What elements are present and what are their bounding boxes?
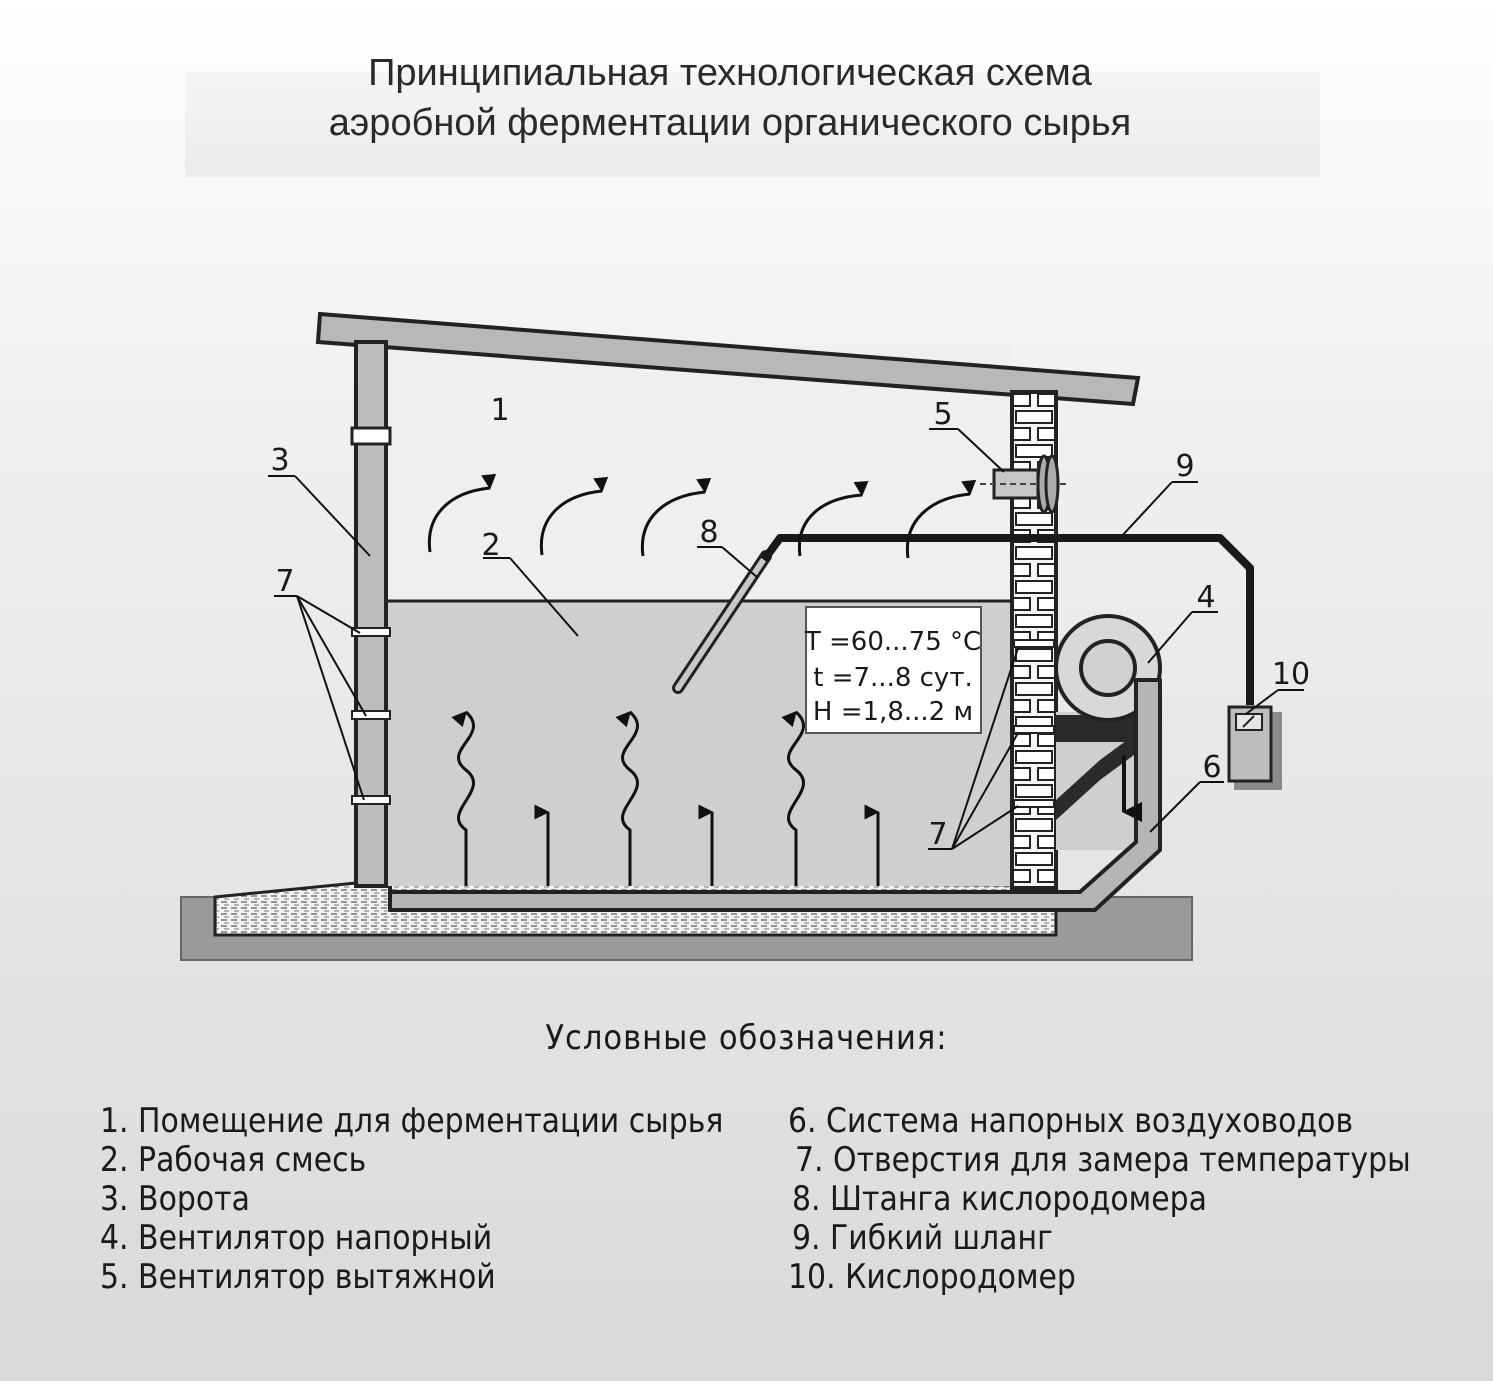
temp-hole: [351, 710, 391, 720]
legend-item-4: 4. Вентилятор напорный: [100, 1218, 493, 1258]
legend-item-10: 10. Кислородомер: [788, 1257, 1076, 1297]
parameters-box: [805, 606, 982, 734]
exhaust-fan: [980, 454, 1070, 514]
temp-hole: [1013, 725, 1055, 734]
label-6: 6: [1202, 750, 1221, 785]
label-1: 1: [490, 393, 509, 428]
legend-item-1: 1. Помещение для ферментации сырья: [100, 1101, 724, 1141]
temp-hole: [1013, 639, 1055, 648]
temp-hole: [351, 795, 391, 805]
label-7-left: 7: [275, 564, 294, 599]
legend-item-8: 8. Штанга кислородомера: [792, 1179, 1207, 1219]
title-line-2: аэробной ферментации органического сырья: [328, 102, 1132, 144]
legend-item-2: 2. Рабочая смесь: [100, 1140, 367, 1180]
legend-item-9: 9. Гибкий шланг: [792, 1218, 1053, 1258]
leader-lines: [268, 428, 1304, 850]
fermentation-diagram: T =60...75 °C t =7...8 сут. H =1,8...2 м: [180, 311, 1310, 961]
param-duration: t =7...8 сут.: [813, 663, 972, 693]
oxygen-meter: [1227, 705, 1282, 790]
label-3: 3: [270, 443, 289, 478]
label-5: 5: [933, 397, 952, 432]
title-panel: [185, 72, 1320, 177]
air-duct: [388, 678, 1162, 912]
legend-item-3: 3. Ворота: [100, 1179, 250, 1219]
legend-item-6: 6. Система напорных воздуховодов: [788, 1101, 1354, 1141]
temp-hole: [351, 627, 391, 637]
title-line-1: Принципиальная технологическая схема: [368, 52, 1092, 94]
temp-hole: [1013, 799, 1055, 808]
air-flow-arrows: [427, 473, 977, 559]
heat-flow-arrows: [451, 710, 880, 886]
label-10: 10: [1272, 657, 1310, 692]
label-8: 8: [699, 515, 718, 550]
param-height: H =1,8...2 м: [813, 697, 973, 727]
param-temperature: T =60...75 °C: [804, 627, 981, 657]
label-2: 2: [481, 528, 500, 563]
legend-item-7: 7. Отверстия для замера температуры: [795, 1140, 1411, 1180]
label-9: 9: [1175, 449, 1194, 484]
roof: [315, 311, 1141, 407]
legend-title: Условные обозначения:: [545, 1018, 948, 1058]
gate-hinge: [350, 426, 392, 446]
label-7-right: 7: [928, 817, 947, 852]
label-4: 4: [1196, 580, 1215, 615]
legend-item-5: 5. Вентилятор вытяжной: [100, 1257, 496, 1297]
flexible-hose: [760, 534, 1254, 705]
oxygen-probe-rod: [672, 550, 772, 694]
